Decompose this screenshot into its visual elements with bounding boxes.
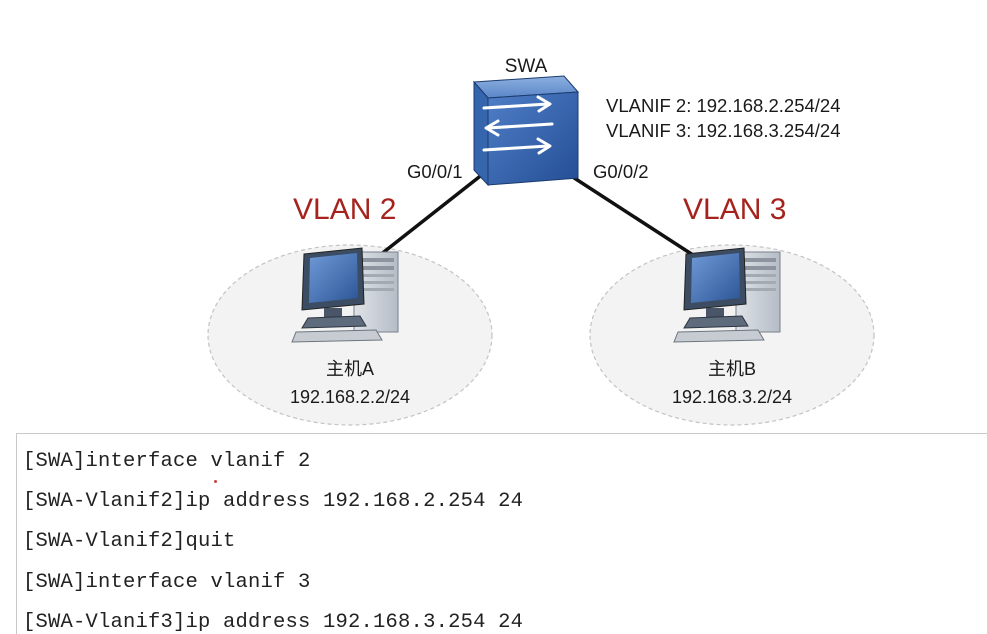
link-g0-0-2 xyxy=(564,170,694,257)
switch-icon xyxy=(472,75,580,187)
vlan3-label: VLAN 3 xyxy=(683,193,786,226)
cli-command-box: [SWA]interface vlanif 2 [SWA-Vlanif2]ip … xyxy=(16,433,987,634)
switch-name-label: SWA xyxy=(505,56,548,77)
cli-line: [SWA-Vlanif2]ip address 192.168.2.254 24 xyxy=(23,490,524,513)
vlanif3-label: VLANIF 3: 192.168.3.254/24 xyxy=(606,120,841,141)
cli-line: [SWA-Vlanif2]quit xyxy=(23,530,236,553)
annotation-dot xyxy=(214,480,217,483)
link-g0-0-1 xyxy=(378,168,490,257)
host-b-ip: 192.168.3.2/24 xyxy=(672,387,792,407)
cli-line: [SWA]interface vlanif 2 xyxy=(23,450,311,473)
cli-line: [SWA-Vlanif3]ip address 192.168.3.254 24 xyxy=(23,611,524,634)
host-a-name: 主机A xyxy=(326,359,374,379)
host-a-ip: 192.168.2.2/24 xyxy=(290,387,410,407)
host-b-name: 主机B xyxy=(708,359,756,379)
vlanif2-label: VLANIF 2: 192.168.2.254/24 xyxy=(606,95,841,116)
port-g0-0-1-label: G0/0/1 xyxy=(407,161,463,182)
port-g0-0-2-label: G0/0/2 xyxy=(593,161,649,182)
vlan2-label: VLAN 2 xyxy=(293,193,396,226)
cli-line: [SWA]interface vlanif 3 xyxy=(23,571,311,594)
